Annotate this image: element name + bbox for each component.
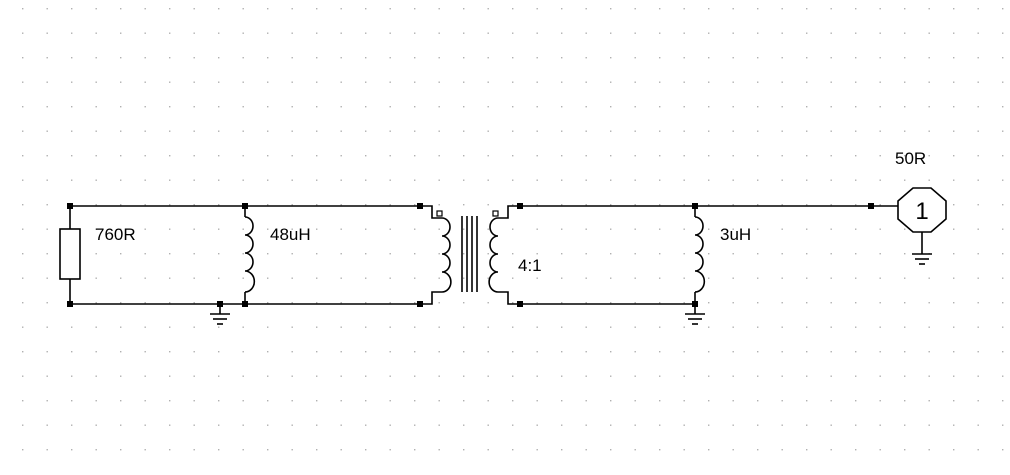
junction-nodes — [67, 203, 874, 307]
inductor-48uh-label: 48uH — [270, 225, 311, 244]
node — [517, 203, 523, 209]
inductor-48uh[interactable] — [244, 216, 256, 293]
node — [417, 301, 423, 307]
node — [242, 301, 248, 307]
node — [217, 301, 223, 307]
resistor-label: 760R — [95, 225, 136, 244]
node — [692, 301, 698, 307]
port-1[interactable]: 1 — [897, 187, 947, 254]
dot-marker-secondary — [492, 210, 499, 217]
resistor-760r[interactable] — [59, 228, 81, 280]
ground-port — [912, 253, 932, 265]
wire-xfmr-primary-top — [420, 205, 442, 219]
transformer-4to1[interactable] — [436, 210, 499, 293]
wire-xfmr-primary-bottom — [420, 291, 442, 305]
transformer-core — [461, 216, 478, 292]
inductor-3uh-label: 3uH — [720, 225, 751, 244]
port-number: 1 — [915, 198, 928, 225]
node — [67, 203, 73, 209]
grid-dots — [22, 8, 1004, 451]
inductor-3uh[interactable] — [694, 216, 706, 293]
port-impedance-label: 50R — [895, 149, 926, 168]
node — [517, 301, 523, 307]
wire-xfmr-secondary-bottom — [498, 291, 520, 305]
port-octagon — [897, 187, 947, 233]
node — [417, 203, 423, 209]
dot-marker-primary — [436, 210, 443, 217]
transformer-secondary-coil — [488, 217, 499, 293]
wire-xfmr-secondary-top — [498, 205, 520, 219]
node — [242, 203, 248, 209]
node — [868, 203, 874, 209]
transformer-primary-coil — [441, 217, 452, 293]
transformer-label: 4:1 — [518, 256, 542, 275]
node — [692, 203, 698, 209]
node — [67, 301, 73, 307]
